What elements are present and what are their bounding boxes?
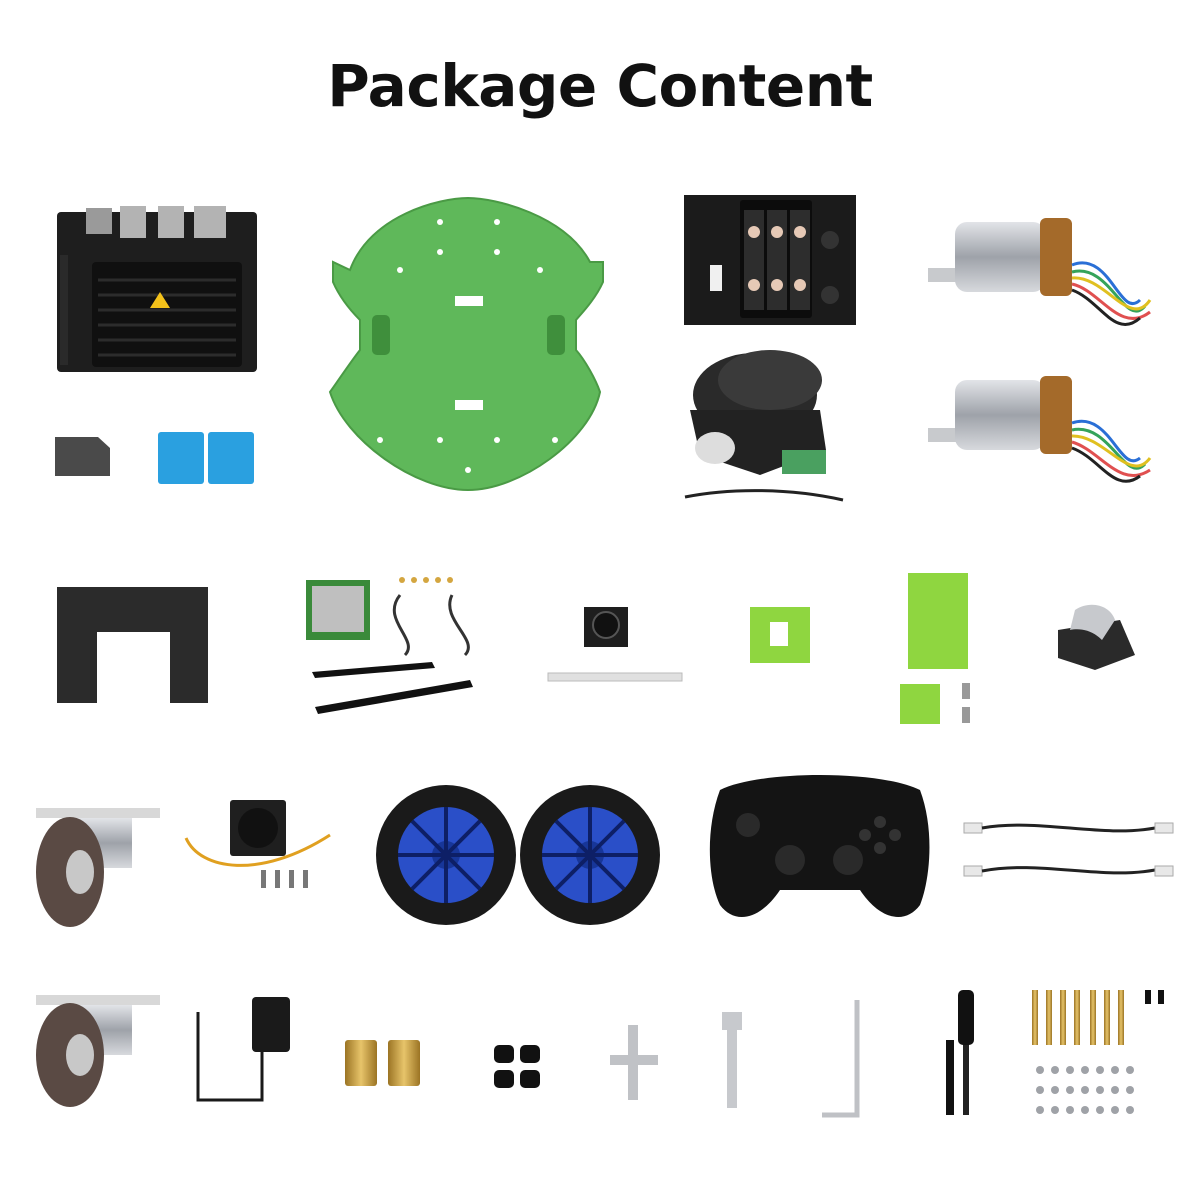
screws-icon — [1032, 990, 1164, 1114]
bracket-icon — [750, 573, 970, 724]
mount-plate-icon — [57, 587, 208, 703]
gamepad-icon — [709, 775, 930, 917]
wireless-card-icon — [306, 577, 473, 714]
caster-wheel-icon — [36, 995, 160, 1107]
cable-icon — [963, 822, 1174, 877]
screwdriver-icon — [946, 990, 974, 1115]
power-adapter-icon — [196, 997, 290, 1102]
coupling-icon — [345, 1040, 420, 1086]
page-title: Package Content — [327, 52, 873, 120]
fan-icon — [184, 800, 331, 888]
caster-wheel-icon — [36, 808, 160, 927]
green-chassis-plate-icon — [328, 196, 604, 492]
wheel-icon — [376, 785, 516, 925]
sd-card-icon — [55, 437, 110, 476]
allen-key-icon — [822, 1000, 860, 1118]
wheel-icon — [520, 785, 660, 925]
dc-gear-motor-icon — [928, 218, 1152, 326]
jetson-nano-board-icon — [57, 206, 257, 372]
dc-gear-motor-icon — [928, 376, 1152, 483]
camera-icon — [547, 607, 683, 682]
cross-wrench-icon — [610, 1025, 658, 1100]
rubber-foot-icon — [494, 1045, 540, 1088]
holder-icon — [1058, 604, 1135, 670]
thermal-pad-icon — [158, 432, 254, 484]
wrench-icon — [722, 1012, 742, 1108]
battery-board-icon — [684, 195, 856, 325]
lidar-sensor-icon — [684, 350, 844, 502]
